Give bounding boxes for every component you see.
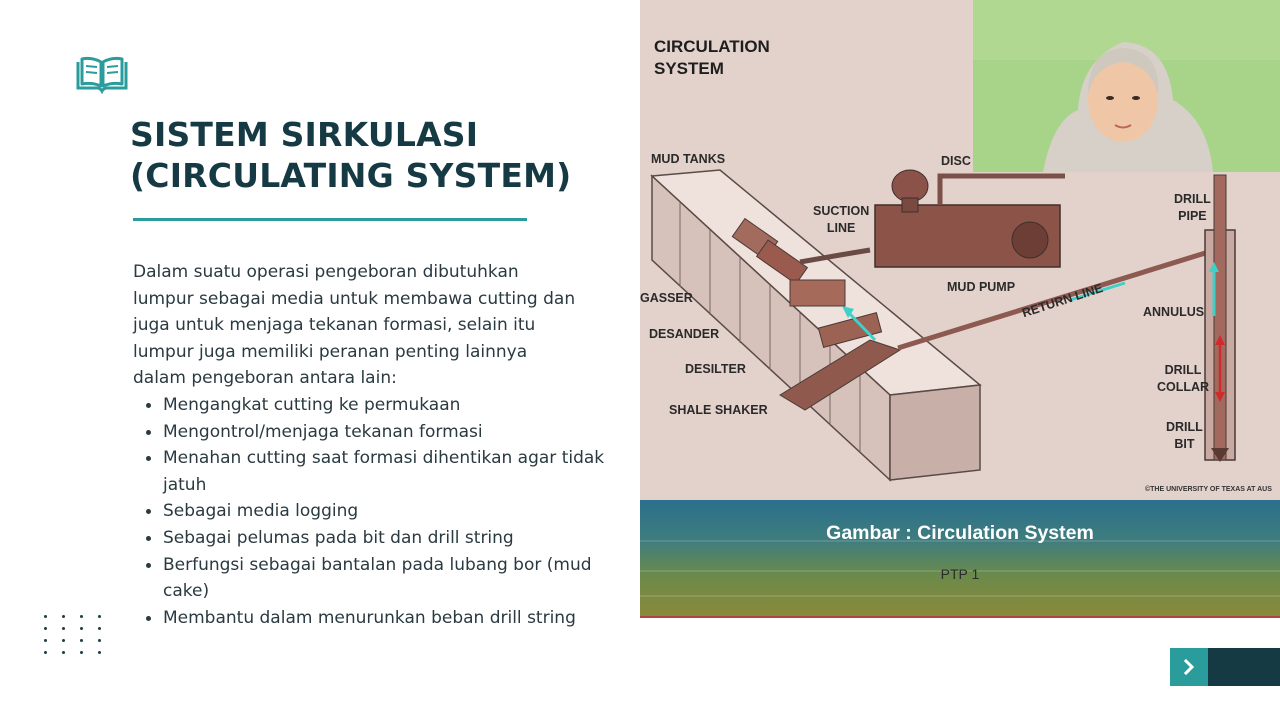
label-drill-pipe: DRILL PIPE <box>1174 192 1211 223</box>
dot-grid-icon <box>44 615 104 654</box>
chevron-right-icon <box>1183 659 1195 675</box>
figure-caption: Gambar : Circulation System <box>826 522 1094 544</box>
title-underline <box>133 218 527 221</box>
presenter-webcam <box>973 0 1280 172</box>
bullet-item: Berfungsi sebagai bantalan pada lubang b… <box>133 552 623 605</box>
label-shale-shaker: SHALE SHAKER <box>669 403 768 417</box>
bullet-item: Membantu dalam menurunkan beban drill st… <box>133 605 623 632</box>
label-drill-bit: DRILL BIT <box>1166 420 1203 451</box>
slide-title: SISTEM SIRKULASI (CIRCULATING SYSTEM) <box>130 114 571 196</box>
bullet-list: Mengangkat cutting ke permukaan Mengontr… <box>133 392 623 631</box>
slide-nav-bar <box>1170 648 1280 686</box>
label-desander: DESANDER <box>649 327 720 341</box>
label-discharge: DISC <box>941 154 971 168</box>
label-suction-line: SUCTION LINE <box>813 204 870 235</box>
bullet-item: Sebagai pelumas pada bit dan drill strin… <box>133 525 623 552</box>
bullet-item: Mengangkat cutting ke permukaan <box>133 392 623 419</box>
figure-title: CIRCULATION SYSTEM <box>654 37 770 78</box>
label-mud-pump: MUD PUMP <box>947 280 1016 294</box>
figure-subcaption: PTP 1 <box>940 566 980 582</box>
circulation-diagram <box>650 169 1236 482</box>
bullet-item: Mengontrol/menjaga tekanan formasi <box>133 419 623 446</box>
label-mud-tanks: MUD TANKS <box>651 152 726 166</box>
open-book-icon <box>76 56 128 94</box>
slide-body: Dalam suatu operasi pengeboran dibutuhka… <box>133 259 623 631</box>
bullet-item: Sebagai media logging <box>133 498 623 525</box>
slide-title-line-2: (CIRCULATING SYSTEM) <box>130 156 572 195</box>
presenter-video-icon <box>973 0 1280 172</box>
label-desilter: DESILTER <box>685 362 746 376</box>
slide-title-line-1: SISTEM SIRKULASI <box>130 115 479 154</box>
label-degasser: GASSER <box>640 291 693 305</box>
bullet-item: Menahan cutting saat formasi dihentikan … <box>133 445 623 498</box>
intro-paragraph: Dalam suatu operasi pengeboran dibutuhka… <box>133 262 576 389</box>
figure-caption-band: Gambar : Circulation System PTP 1 <box>640 500 1280 618</box>
label-drill-collar: DRILL COLLAR <box>1157 363 1210 394</box>
figure-copyright: ©THE UNIVERSITY OF TEXAS AT AUS <box>1145 486 1272 493</box>
label-annulus: ANNULUS <box>1143 305 1205 319</box>
next-slide-button[interactable] <box>1170 648 1208 686</box>
